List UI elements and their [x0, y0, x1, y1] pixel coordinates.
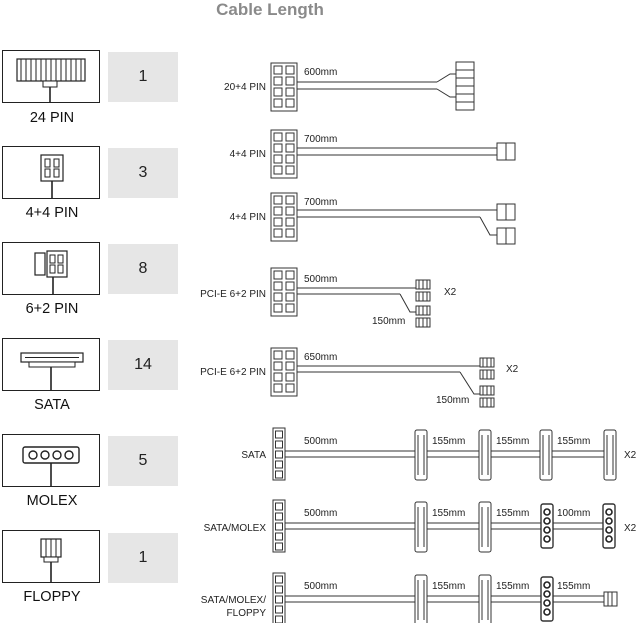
cable-segment: 155mm [496, 581, 529, 592]
cable-segment: 155mm [432, 436, 465, 447]
cable-name-line1: SATA/MOLEX/ [201, 595, 266, 606]
cable-name: PCI-E 6+2 PIN [200, 367, 266, 378]
connector-count-sata: 14 [108, 340, 178, 390]
cable-segment: 100mm [557, 508, 590, 519]
cable-multiplier: X2 [624, 523, 637, 534]
cable-segment: 155mm [557, 436, 590, 447]
cable-length: 700mm [304, 197, 337, 208]
cable-multiplier: X2 [624, 450, 637, 461]
cable-length: 700mm [304, 134, 337, 145]
cable-cpu-1: 4+4 PIN 700mm [230, 129, 516, 179]
pcie-8pin-icon [2, 242, 100, 295]
cable-name: 20+4 PIN [224, 82, 266, 93]
cable-cpu-2: 4+4 PIN 700mm [230, 192, 516, 245]
cable-segment: 155mm [496, 508, 529, 519]
cable-sata-molex: SATA/MOLEX 500mm 155mm 155mm 100mm X2 [204, 499, 637, 553]
connector-label-4plus4pin: 4+4 PIN [25, 205, 79, 221]
cable-length: 500mm [304, 436, 337, 447]
sata-connector-icon [2, 338, 100, 391]
molex-connector-icon [2, 434, 100, 487]
connector-count-24pin: 1 [108, 52, 178, 102]
cable-name: SATA [241, 450, 266, 461]
cable-segment: 155mm [432, 581, 465, 592]
cable-segment: 155mm [557, 581, 590, 592]
cable-branch-length: 150mm [372, 316, 405, 327]
cable-name-line2: FLOPPY [227, 608, 267, 619]
cable-pcie-1: PCI-E 6+2 PIN 500mm 150mm X2 [200, 267, 457, 328]
cable-length: 650mm [304, 352, 337, 363]
cable-length: 500mm [304, 274, 337, 285]
page-title: Cable Length [216, 0, 324, 19]
connector-label-6plus2pin: 6+2 PIN [25, 301, 79, 317]
cable-multiplier: X2 [444, 287, 457, 298]
cable-pcie-2: PCI-E 6+2 PIN 650mm 150mm X2 [200, 347, 519, 408]
cable-name: 4+4 PIN [230, 212, 266, 223]
connector-label-24pin: 24 PIN [29, 110, 75, 126]
connector-count-floppy: 1 [108, 533, 178, 583]
cable-segment: 155mm [432, 508, 465, 519]
cable-name: SATA/MOLEX [204, 523, 267, 534]
cable-length: 500mm [304, 581, 337, 592]
connector-count-molex: 5 [108, 436, 178, 486]
cpu-8pin-icon [2, 146, 100, 199]
connector-count-4plus4pin: 3 [108, 148, 178, 198]
connector-label-sata: SATA [34, 397, 70, 413]
atx-24pin-icon [2, 50, 100, 103]
cable-length: 600mm [304, 67, 337, 78]
connector-label-molex: MOLEX [26, 493, 78, 509]
cable-atx: 20+4 PIN 600mm [224, 61, 475, 112]
connector-label-floppy: FLOPPY [23, 589, 81, 605]
cable-sata-molex-floppy: SATA/MOLEX/ FLOPPY 500mm 155mm 155mm 155… [201, 572, 618, 623]
cable-name: PCI-E 6+2 PIN [200, 289, 266, 300]
connector-count-6plus2pin: 8 [108, 244, 178, 294]
floppy-connector-icon [2, 530, 100, 583]
cable-branch-length: 150mm [436, 395, 469, 406]
cable-name: 4+4 PIN [230, 149, 266, 160]
cable-multiplier: X2 [506, 364, 519, 375]
cable-sata: SATA 500mm 155mm 155mm 155mm X2 [241, 427, 637, 481]
cable-length: 500mm [304, 508, 337, 519]
cable-segment: 155mm [496, 436, 529, 447]
